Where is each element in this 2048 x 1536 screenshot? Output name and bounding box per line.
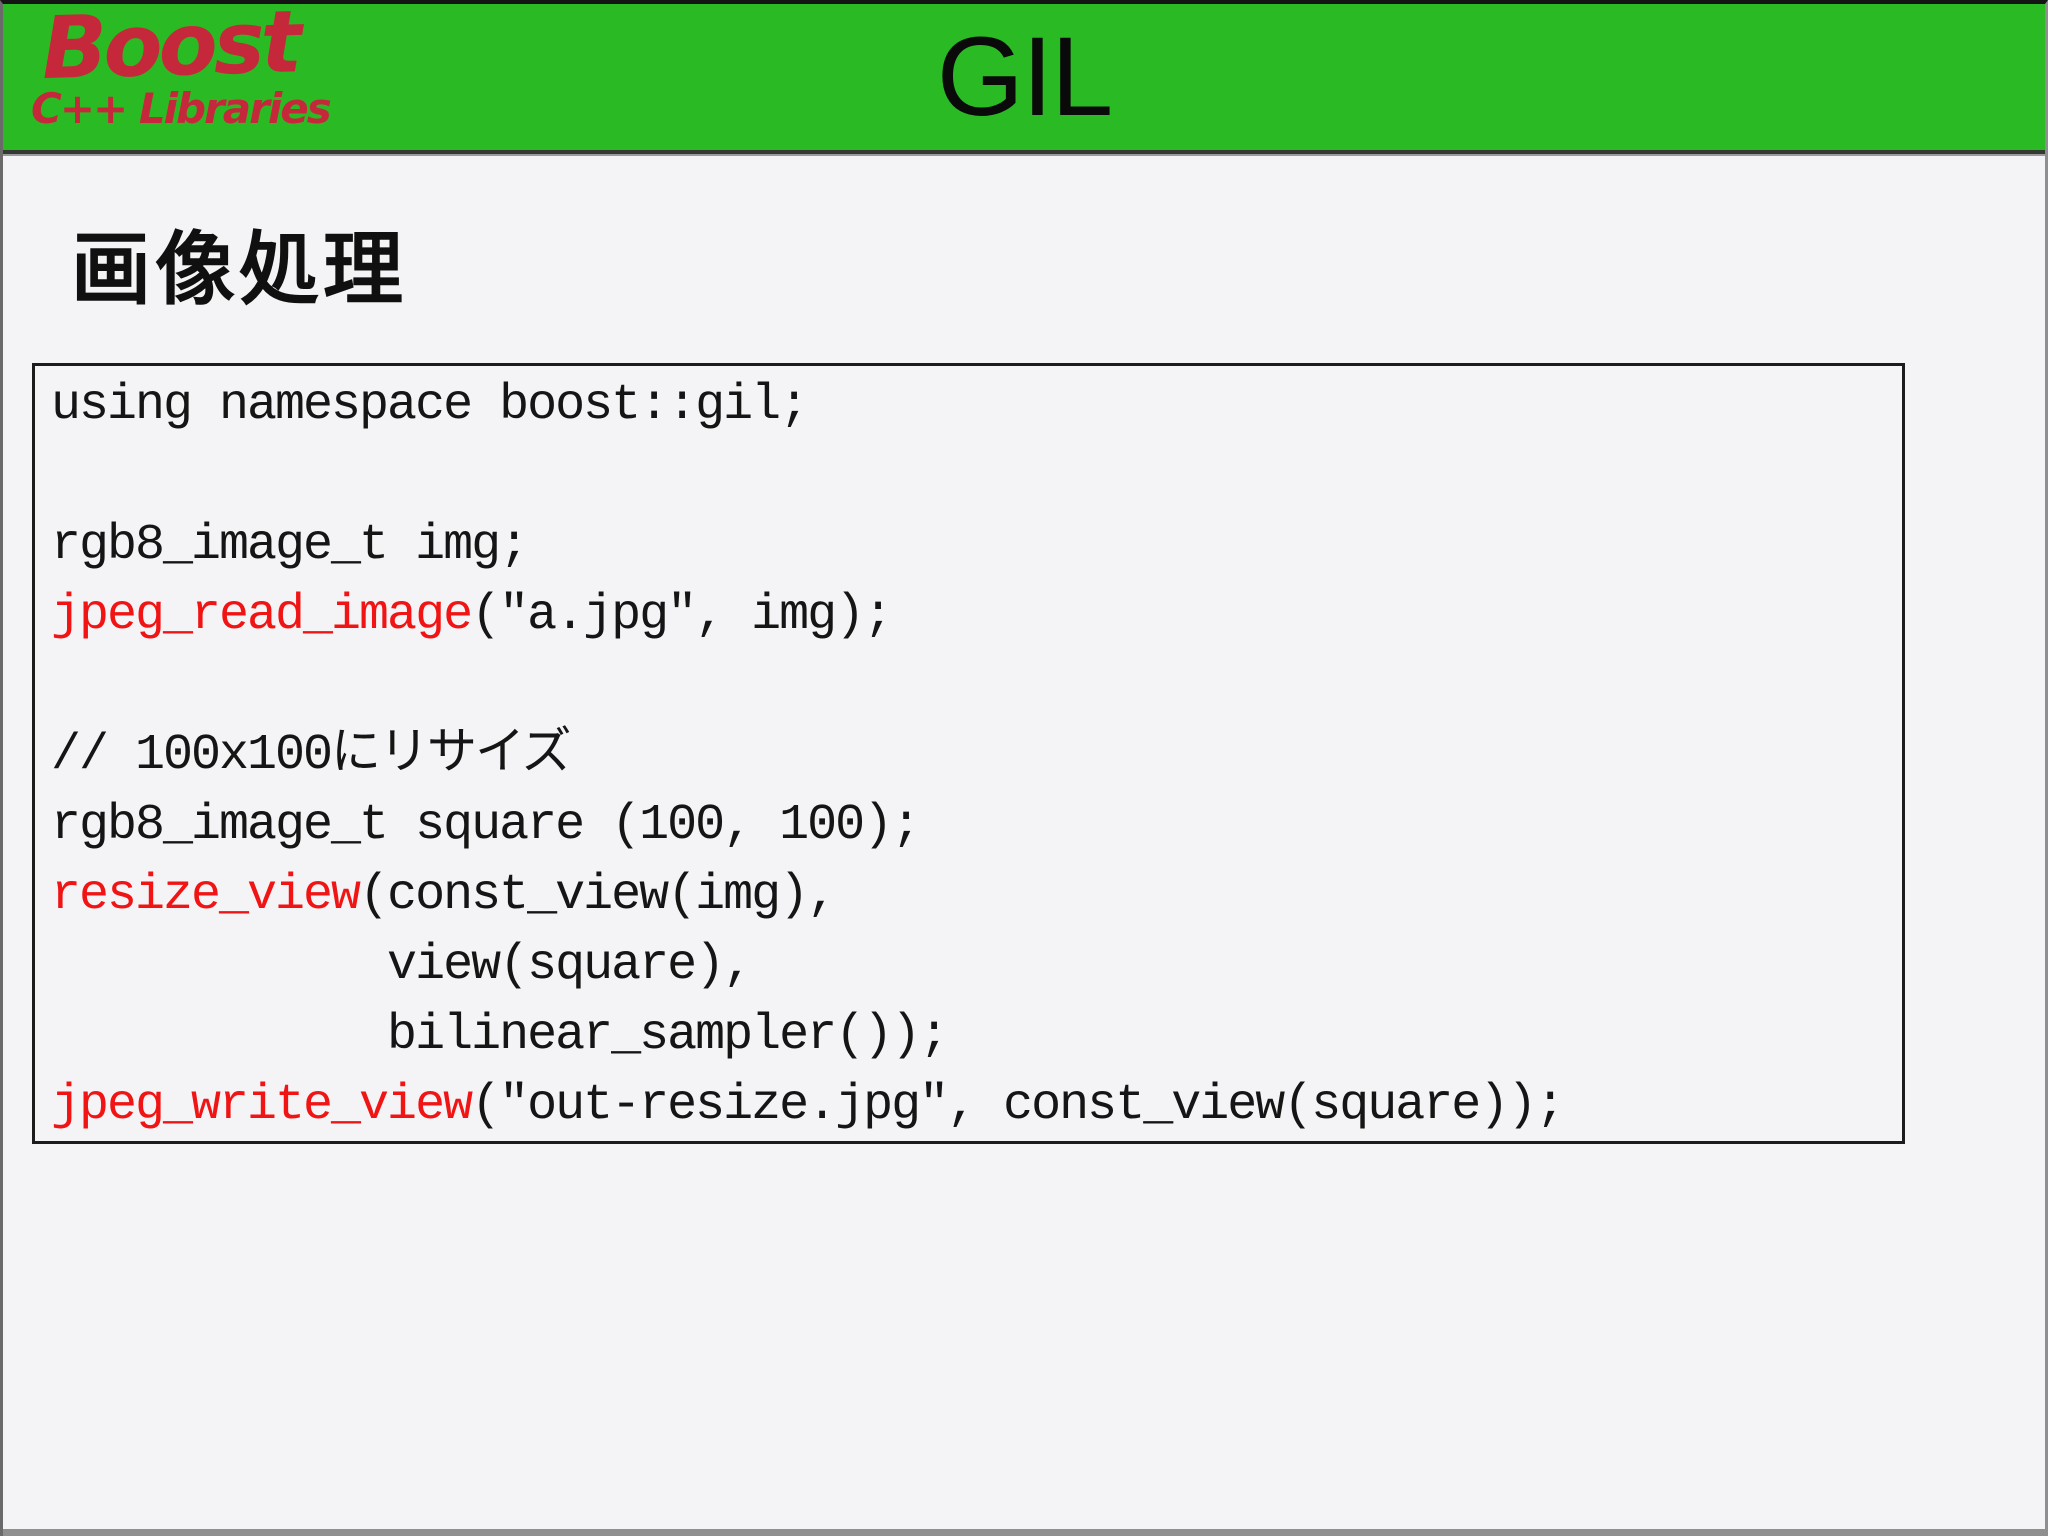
- bottom-edge: [3, 1529, 2045, 1536]
- code-token: // 100x100にリサイズ: [51, 727, 572, 784]
- code-token-highlight: resize_view: [51, 867, 361, 924]
- code-token: (const_view(img),: [359, 867, 837, 924]
- boost-logo-subtitle: C++ Libraries: [31, 84, 332, 133]
- code-token: ("out-resize.jpg", const_view(square));: [471, 1077, 1565, 1134]
- code-token: ("a.jpg", img);: [471, 587, 893, 644]
- code-line: view(square),: [51, 931, 1902, 1001]
- code-token: view(square),: [51, 937, 753, 994]
- code-line: jpeg_read_image("a.jpg", img);: [51, 581, 1902, 651]
- code-line: bilinear_sampler());: [51, 1001, 1902, 1071]
- code-line: [51, 441, 1902, 511]
- code-line: resize_view(const_view(img),: [51, 861, 1902, 931]
- boost-logo: Boost C++ Libraries: [31, 4, 332, 130]
- code-token-highlight: jpeg_read_image: [51, 587, 473, 644]
- code-token: bilinear_sampler());: [51, 1007, 949, 1064]
- code-line: // 100x100にリサイズ: [51, 721, 1902, 791]
- code-line: using namespace boost::gil;: [51, 371, 1902, 441]
- slide-title: GIL: [936, 14, 1114, 139]
- code-token: rgb8_image_t square (100, 100);: [51, 797, 921, 854]
- code-line: [51, 651, 1902, 721]
- section-heading: 画像処理: [71, 225, 407, 314]
- code-block: using namespace boost::gil; rgb8_image_t…: [32, 363, 1905, 1144]
- slide-header: Boost C++ Libraries GIL: [3, 4, 2045, 154]
- code-token-highlight: jpeg_write_view: [51, 1077, 473, 1134]
- code-line: jpeg_write_view("out-resize.jpg", const_…: [51, 1071, 1902, 1141]
- code-line: rgb8_image_t img;: [51, 511, 1902, 581]
- code-line: rgb8_image_t square (100, 100);: [51, 791, 1902, 861]
- code-token: rgb8_image_t img;: [51, 517, 529, 574]
- code-token: using namespace boost::gil;: [51, 377, 809, 434]
